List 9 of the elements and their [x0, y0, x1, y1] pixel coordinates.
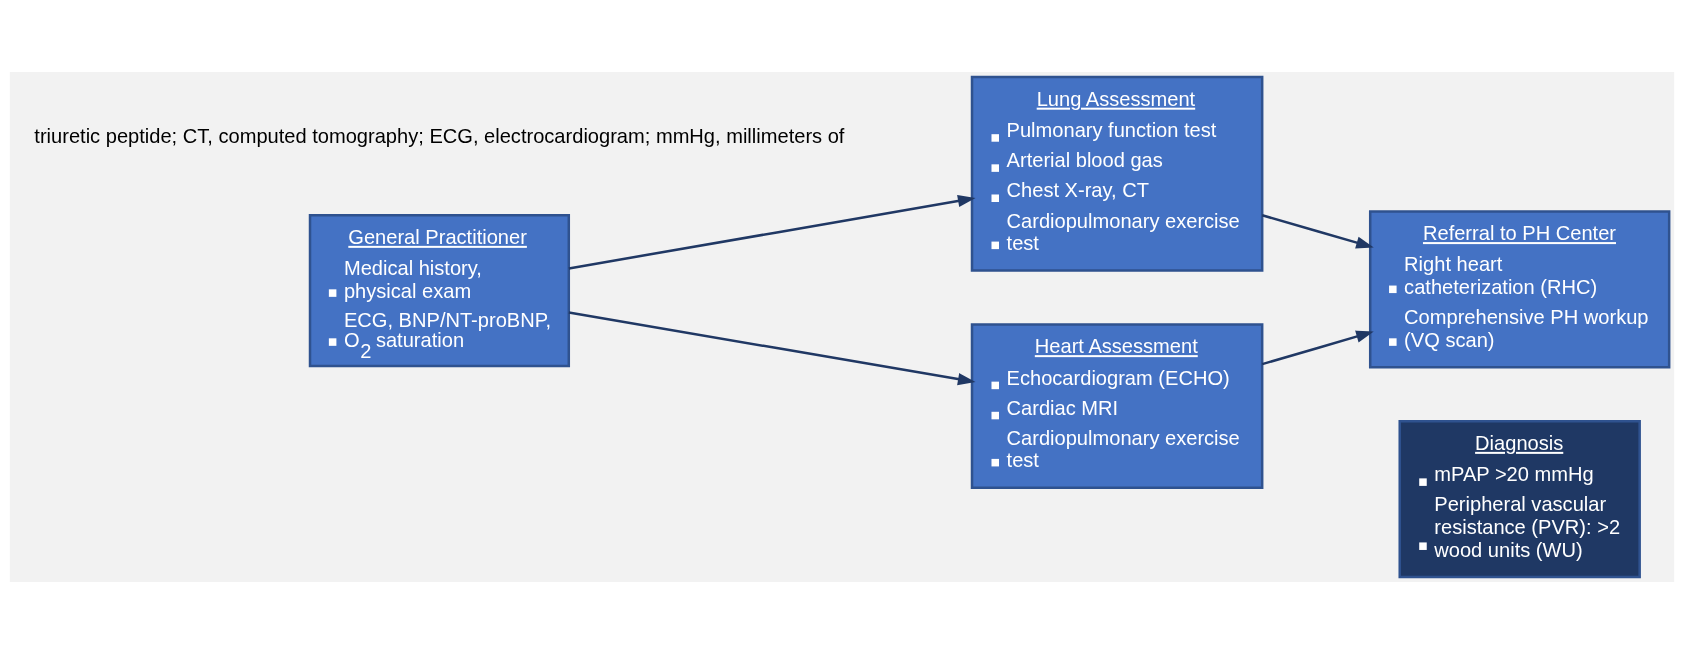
node-box: Referral to PH Center Right heart catheterization (RHC) Comprehensive PH workup (VQ scan)	[1368, 210, 1670, 369]
node-box: Lung Assessment Pulmonary function test Arterial blood gas Chest X-ray, CT Cardiopulmonary exercise test	[970, 75, 1263, 272]
arrow	[568, 311, 975, 386]
arrow	[1261, 330, 1374, 366]
arrow	[568, 194, 975, 270]
node-box: Diagnosis mPAP >20 mmHg Peripheral vascular resistance (PVR): >2 wood units (WU)	[1397, 419, 1641, 579]
label: triuretic peptide; CT, computed tomography; ECG, electrocardiogram; mmHg, millimeters of	[33, 125, 844, 148]
node-box: Heart Assessment Echocardiogram (ECHO) Cardiac MRI Cardiopulmonary exercise test	[970, 323, 1263, 490]
arrow	[1261, 214, 1374, 249]
